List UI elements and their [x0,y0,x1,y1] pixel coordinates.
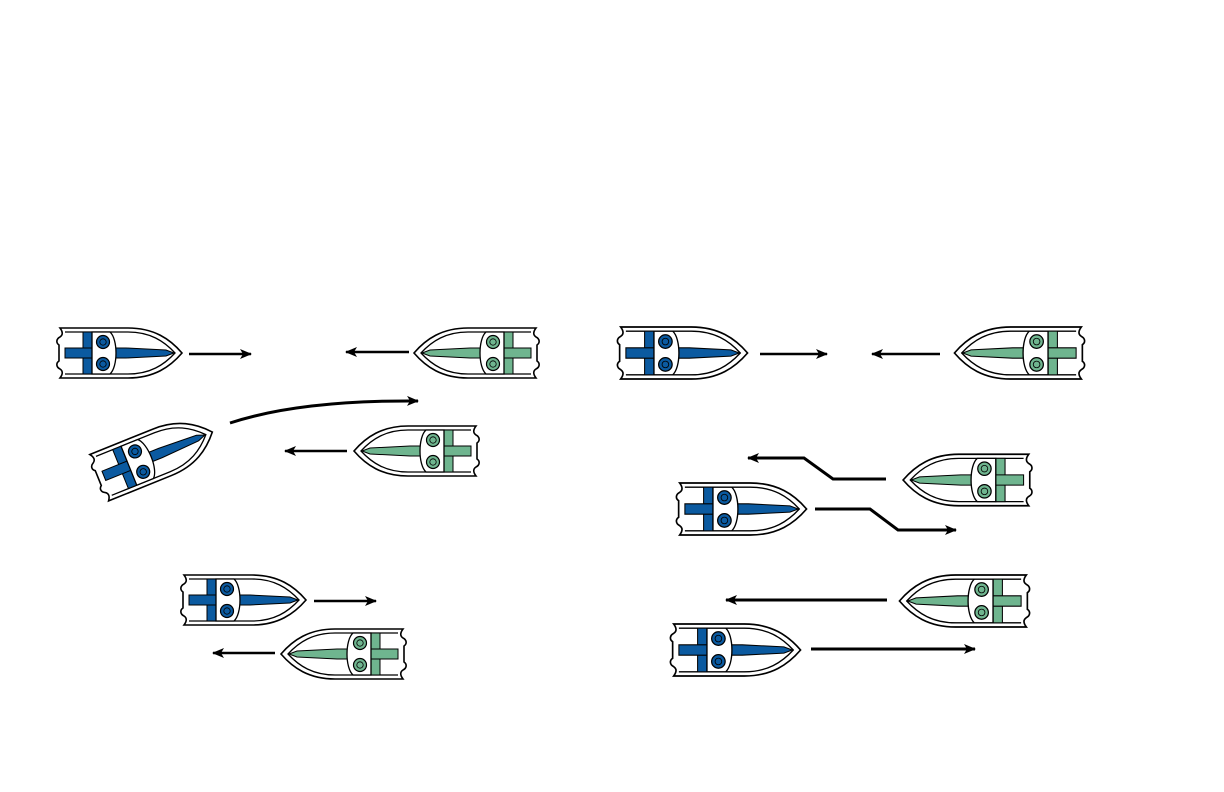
left-panel [57,328,539,679]
arrow-icon [815,509,956,530]
boat-icon-blue [87,409,222,502]
scenario-both-boats-alter-course [676,454,1032,535]
boat-icon-green [354,426,479,476]
right-panel [617,327,1084,676]
boat-icon-blue [617,327,747,379]
arrow-icon [748,458,886,479]
boat-icon-blue [181,575,306,625]
scenario-blue-boat-turning-away [87,401,479,502]
boat-icon-green [899,575,1029,627]
scenario-head-on-approach [617,327,1084,379]
boat-icon-blue [670,624,800,676]
boat-icon-green [954,327,1084,379]
boat-icon-green [414,328,539,378]
scenario-boats-passing [670,575,1029,676]
scenario-boats-passing [181,575,406,679]
boat-icon-green [281,629,406,679]
boat-icon-blue [676,483,806,535]
scenario-head-on-approach [57,328,539,378]
boat-icon-green [903,454,1032,506]
boat-icon-blue [57,328,182,378]
arrow-icon [230,401,418,423]
